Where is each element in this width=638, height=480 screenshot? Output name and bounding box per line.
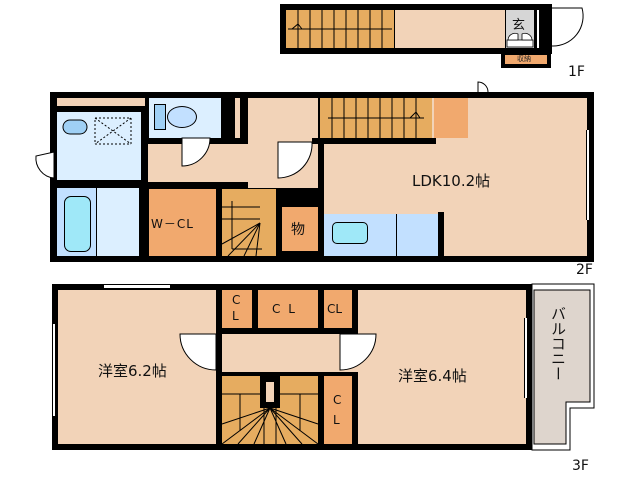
- toilet-tank-icon: [154, 104, 166, 130]
- kitchen-counter: [324, 214, 438, 256]
- window-room-1-left: [52, 324, 56, 416]
- kitchen-sink-icon: [332, 222, 368, 244]
- balcony: [531, 283, 595, 451]
- stairs-1f: [286, 10, 394, 48]
- washroom: [57, 112, 141, 180]
- room-1-label: 洋室6.2帖: [98, 362, 167, 380]
- balcony-label: バルコニー: [549, 306, 567, 381]
- bathroom: [57, 188, 139, 256]
- room-2-label: 洋室6.4帖: [398, 367, 467, 385]
- floor-label-1f: 1F: [568, 64, 585, 80]
- winding-stairs-icon: [221, 376, 319, 445]
- entrance-label: 玄: [512, 18, 526, 33]
- front-door-icon[interactable]: [551, 7, 592, 48]
- storage-2f: 物: [282, 207, 318, 251]
- floor-3f: 洋室6.2帖 C L C L CL C L 洋室6: [52, 284, 534, 450]
- toilet-bowl-icon: [167, 106, 197, 128]
- floor-label-2f: 2F: [576, 262, 593, 278]
- door-icon-toilet[interactable]: [181, 137, 212, 168]
- stairs-3f: [221, 376, 319, 445]
- walk-in-closet: W－CL: [149, 189, 216, 256]
- floor-label-3f: 3F: [572, 458, 589, 474]
- ldk-label: LDK10.2帖: [412, 172, 491, 190]
- storage-1f: 収納: [501, 52, 551, 68]
- door-icon-washroom[interactable]: [35, 151, 56, 179]
- toilet-room: [149, 98, 221, 138]
- floor-2f: W－CL 物 LDK10.2帖: [50, 92, 594, 262]
- floor-1f: 玄: [280, 4, 552, 54]
- stairs-2f-upper: [320, 98, 432, 138]
- closet-c: CL: [324, 290, 352, 328]
- room-2: 洋室6.4帖: [358, 290, 526, 444]
- stairs-2f: [221, 189, 276, 257]
- pantry: [434, 98, 468, 138]
- corridor-3f: [222, 334, 358, 372]
- bathtub-icon: [64, 196, 91, 252]
- stairs-lines-icon: [288, 10, 392, 48]
- storage-label-2f: 物: [291, 222, 305, 238]
- hallway-1f: [395, 10, 505, 48]
- window-room-1-top: [104, 284, 170, 289]
- window-room-2: [524, 318, 528, 398]
- door-icon-room-2[interactable]: [339, 333, 377, 374]
- entrance-area: 玄: [506, 10, 534, 48]
- door-icon-ldk[interactable]: [277, 141, 314, 182]
- door-icon-room-1[interactable]: [179, 333, 217, 374]
- closet-a: C L: [222, 290, 252, 328]
- wcl-label: W－CL: [151, 217, 194, 231]
- storage-label-1f: 収納: [517, 55, 531, 63]
- door-icon-balcony-2f[interactable]: [476, 81, 494, 94]
- window-ldk: [586, 130, 590, 220]
- sink-icon: [62, 117, 132, 145]
- room-1: 洋室6.2帖: [58, 290, 216, 444]
- winding-stairs-icon: [221, 201, 262, 257]
- stairs-lines-icon: [328, 98, 424, 138]
- closet-d: C L: [324, 376, 352, 444]
- closet-b: C L: [258, 290, 318, 328]
- shoe-rack-icon: [506, 32, 534, 48]
